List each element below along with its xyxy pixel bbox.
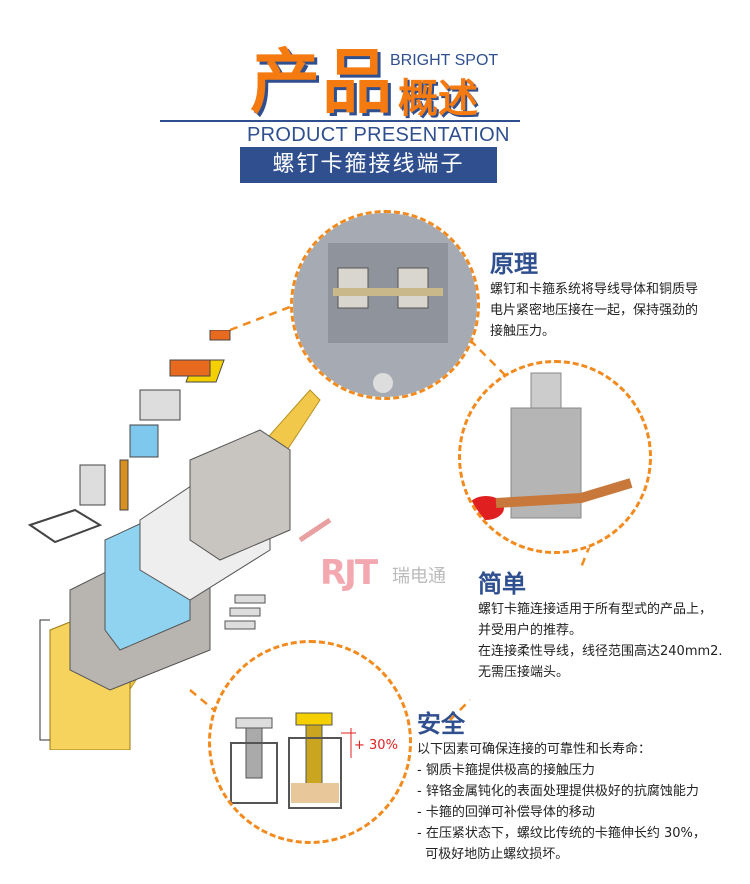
exploded-terminal-illustration	[27, 330, 332, 750]
section-line: - 钢质卡箍提供极高的接触压力	[417, 763, 595, 778]
clamp-image	[468, 372, 633, 520]
subtitle-en: PRODUCT PRESENTATION	[247, 124, 510, 146]
section-heading: 原理	[490, 250, 538, 278]
section-line: 并受用户的推荐。	[478, 623, 583, 638]
section-heading: 安全	[417, 710, 465, 738]
elongation-label: + 30%	[354, 738, 398, 753]
section-line: 螺钉和卡箍系统将导线导体和铜质导	[490, 282, 699, 297]
section-line: - 锌铬金属钝化的表面处理提供极好的抗腐蚀能力	[417, 784, 699, 799]
watermark-logo: RJT	[320, 553, 378, 593]
title-sub: 概述	[398, 76, 478, 122]
section-principle: 原理 螺钉和卡箍系统将导线导体和铜质导 电片紧密地压接在一起，保持强劲的 接触压…	[490, 244, 698, 342]
watermark-text: 瑞电通	[392, 566, 446, 587]
section-line: 电片紧密地压接在一起，保持强劲的	[490, 303, 699, 318]
section-line: 螺钉卡箍连接适用于所有型式的产品上，	[478, 602, 713, 617]
section-line: 以下因素可确保连接的可靠性和长寿命：	[417, 742, 652, 757]
principle-image-circle	[290, 210, 480, 400]
screw-elongation-diagram	[230, 712, 356, 809]
header-divider	[160, 120, 520, 122]
section-line: - 卡箍的回弹可补偿导体的移动	[417, 805, 595, 820]
product-name-banner: 螺钉卡箍接线端子	[240, 147, 497, 183]
section-heading: 简单	[478, 570, 526, 598]
section-line: 在连接柔性导线，线径范围高达240mm2.	[478, 644, 723, 659]
title-main: 产品	[250, 41, 394, 123]
section-safety: 安全 以下因素可确保连接的可靠性和长寿命： - 钢质卡箍提供极高的接触压力 - …	[417, 704, 706, 865]
simple-image-circle	[458, 360, 652, 554]
bright-spot-label: BRIGHT SPOT	[390, 52, 499, 69]
section-line: 接触压力。	[490, 324, 556, 339]
section-simple: 简单 螺钉卡箍连接适用于所有型式的产品上， 并受用户的推荐。 在连接柔性导线，线…	[478, 564, 723, 683]
safety-image-circle: + 30%	[208, 640, 412, 844]
section-line: - 在压紧状态下，螺纹比传统的卡箍伸长约 30%，	[417, 826, 706, 841]
section-line: 可极好地防止螺纹损坏。	[417, 847, 569, 862]
section-line: 无需压接端头。	[478, 665, 570, 680]
terminal-block-image	[293, 213, 477, 397]
